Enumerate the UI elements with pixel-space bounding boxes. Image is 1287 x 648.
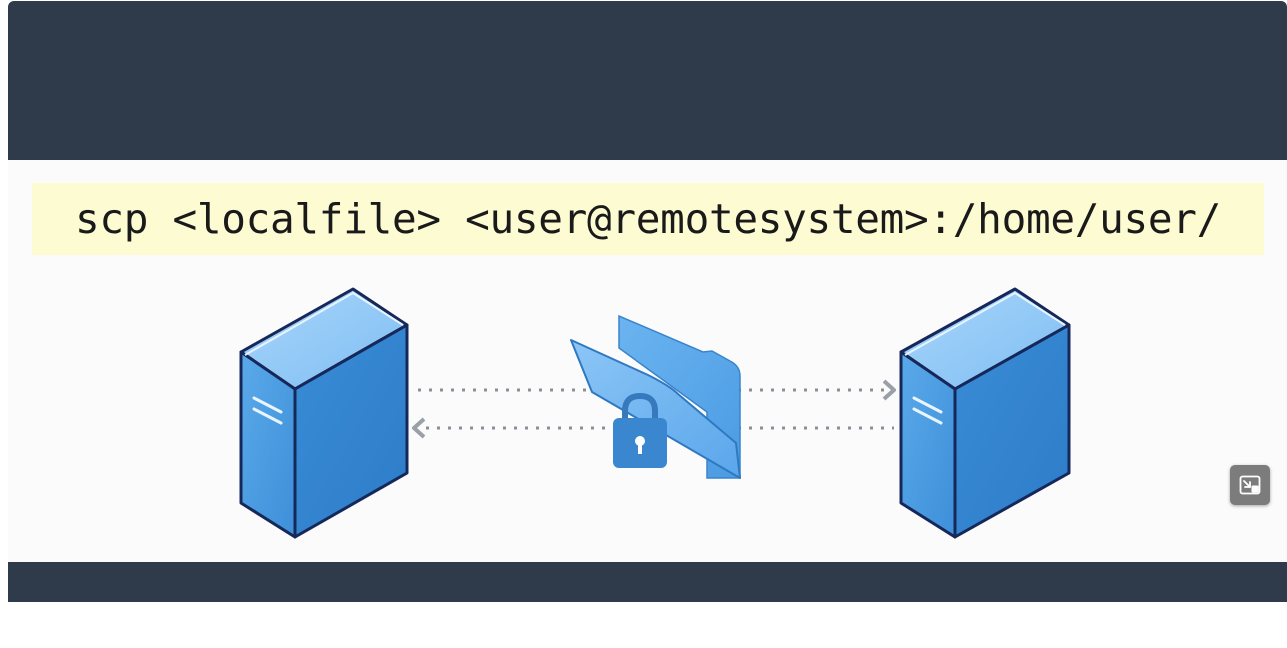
server-icon	[899, 287, 1071, 539]
video-frame: scp <localfile> <user@remotesystem>:/hom…	[8, 160, 1287, 562]
video-player[interactable]: scp <localfile> <user@remotesystem>:/hom…	[8, 1, 1287, 602]
server-icon	[239, 287, 409, 539]
picture-in-picture-icon	[1239, 475, 1261, 495]
transfer-lines	[418, 388, 894, 430]
padlock-icon	[613, 392, 667, 468]
scp-transfer-illustration	[239, 287, 1071, 539]
arrow-left-icon	[412, 417, 426, 439]
scp-command-text: scp <localfile> <user@remotesystem>:/hom…	[74, 195, 1222, 243]
arrow-right-icon	[882, 379, 896, 401]
command-banner: scp <localfile> <user@remotesystem>:/hom…	[32, 183, 1264, 255]
picture-in-picture-button[interactable]	[1230, 465, 1270, 505]
